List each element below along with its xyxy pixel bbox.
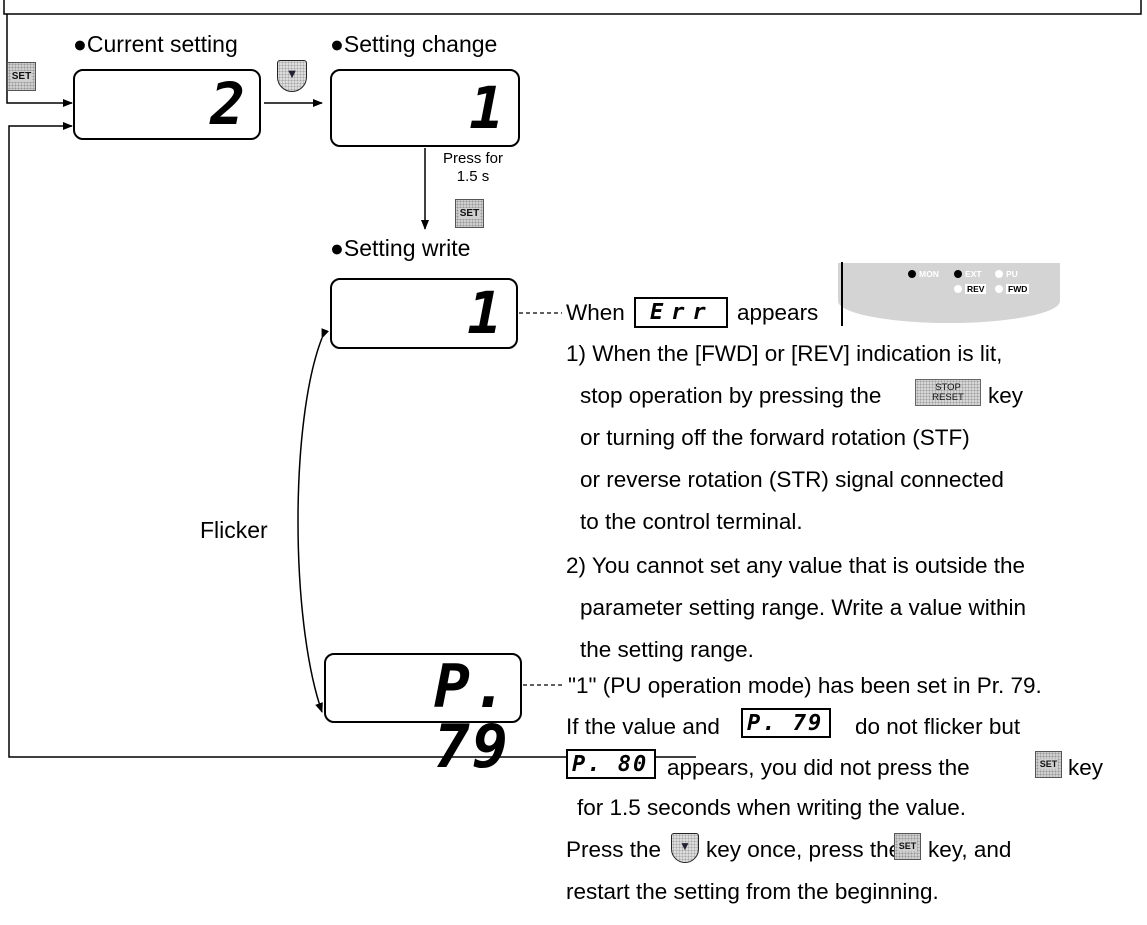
setting-change-label: ●Setting change xyxy=(330,31,498,57)
note-1-line-2a: stop operation by pressing the xyxy=(580,383,882,408)
flicker-label: Flicker xyxy=(200,517,268,543)
setting-change-display: 1 xyxy=(330,69,520,147)
operation-panel-icon: MON EXT PU REV FWD xyxy=(838,263,1060,323)
p80-note-b: key xyxy=(1068,755,1104,780)
p80-inline-display: P. 80 xyxy=(566,749,656,779)
flicker-arrow xyxy=(297,328,329,713)
ext-led: EXT xyxy=(954,269,982,279)
entry-line xyxy=(6,14,73,107)
p79-inline-display: P. 79 xyxy=(741,708,831,738)
mon-led: MON xyxy=(908,269,939,279)
flicker-display: P. 79 xyxy=(324,653,522,777)
p80-note-a: appears, you did not press the xyxy=(667,755,970,780)
press-for-text: Press for xyxy=(442,150,503,167)
restart-note-a: Press the xyxy=(566,837,662,862)
setting-write-display: 1 xyxy=(330,278,518,349)
restart-note-line-2: restart the setting from the beginning. xyxy=(566,879,939,904)
write-value: 1 xyxy=(467,279,502,347)
restart-note-b: key once, press the xyxy=(706,837,902,862)
note-2-line-3: the setting range. xyxy=(580,637,754,662)
setting-write-label: ●Setting write xyxy=(330,235,471,261)
panel-edge xyxy=(841,262,843,326)
flicker-value: P. 79 xyxy=(433,652,510,782)
note-1-line-4: or reverse rotation (STR) signal connect… xyxy=(580,467,1004,492)
flicker-note-b: do not flicker but xyxy=(855,714,1021,739)
note-1-line-2b: key xyxy=(988,383,1024,408)
flicker-note-a: If the value and xyxy=(566,714,720,739)
press-time-text: 1.5 s xyxy=(456,168,490,185)
down-key-icon: ▼ xyxy=(277,60,307,92)
top-frame-line xyxy=(3,0,1142,15)
restart-note-c: key, and xyxy=(928,837,1012,862)
current-setting-display: 2 xyxy=(73,69,261,140)
set-key-icon: SET xyxy=(1035,751,1062,778)
note-1-line-5: to the control terminal. xyxy=(580,509,803,534)
down-key-icon: ▼ xyxy=(671,833,699,863)
set-key-icon: SET xyxy=(455,199,484,228)
note-1-line-3: or turning off the forward rotation (STF… xyxy=(580,425,970,450)
note-2-line-1: 2) You cannot set any value that is outs… xyxy=(566,553,1026,578)
p80-note-c: for 1.5 seconds when writing the value. xyxy=(577,795,966,820)
pu-led: PU xyxy=(995,269,1018,279)
when-err-prefix: When xyxy=(566,300,625,325)
note-1-line-1: 1) When the [FWD] or [REV] indication is… xyxy=(566,341,1003,366)
current-value: 2 xyxy=(210,70,245,138)
return-loop-line xyxy=(8,122,696,758)
set-key-icon: SET xyxy=(894,833,921,860)
when-err-suffix: appears xyxy=(737,300,819,325)
set-key-icon: SET xyxy=(7,62,36,91)
change-value: 1 xyxy=(469,74,504,142)
current-setting-label: ●Current setting xyxy=(73,31,238,57)
err-display: Err xyxy=(634,297,728,328)
fwd-led: FWD xyxy=(995,284,1030,294)
rev-led: REV xyxy=(954,284,987,294)
pr79-note: "1" (PU operation mode) has been set in … xyxy=(568,673,1042,698)
press-duration-note: Press for 1.5 s xyxy=(432,150,514,186)
note-2-line-2: parameter setting range. Write a value w… xyxy=(580,595,1027,620)
